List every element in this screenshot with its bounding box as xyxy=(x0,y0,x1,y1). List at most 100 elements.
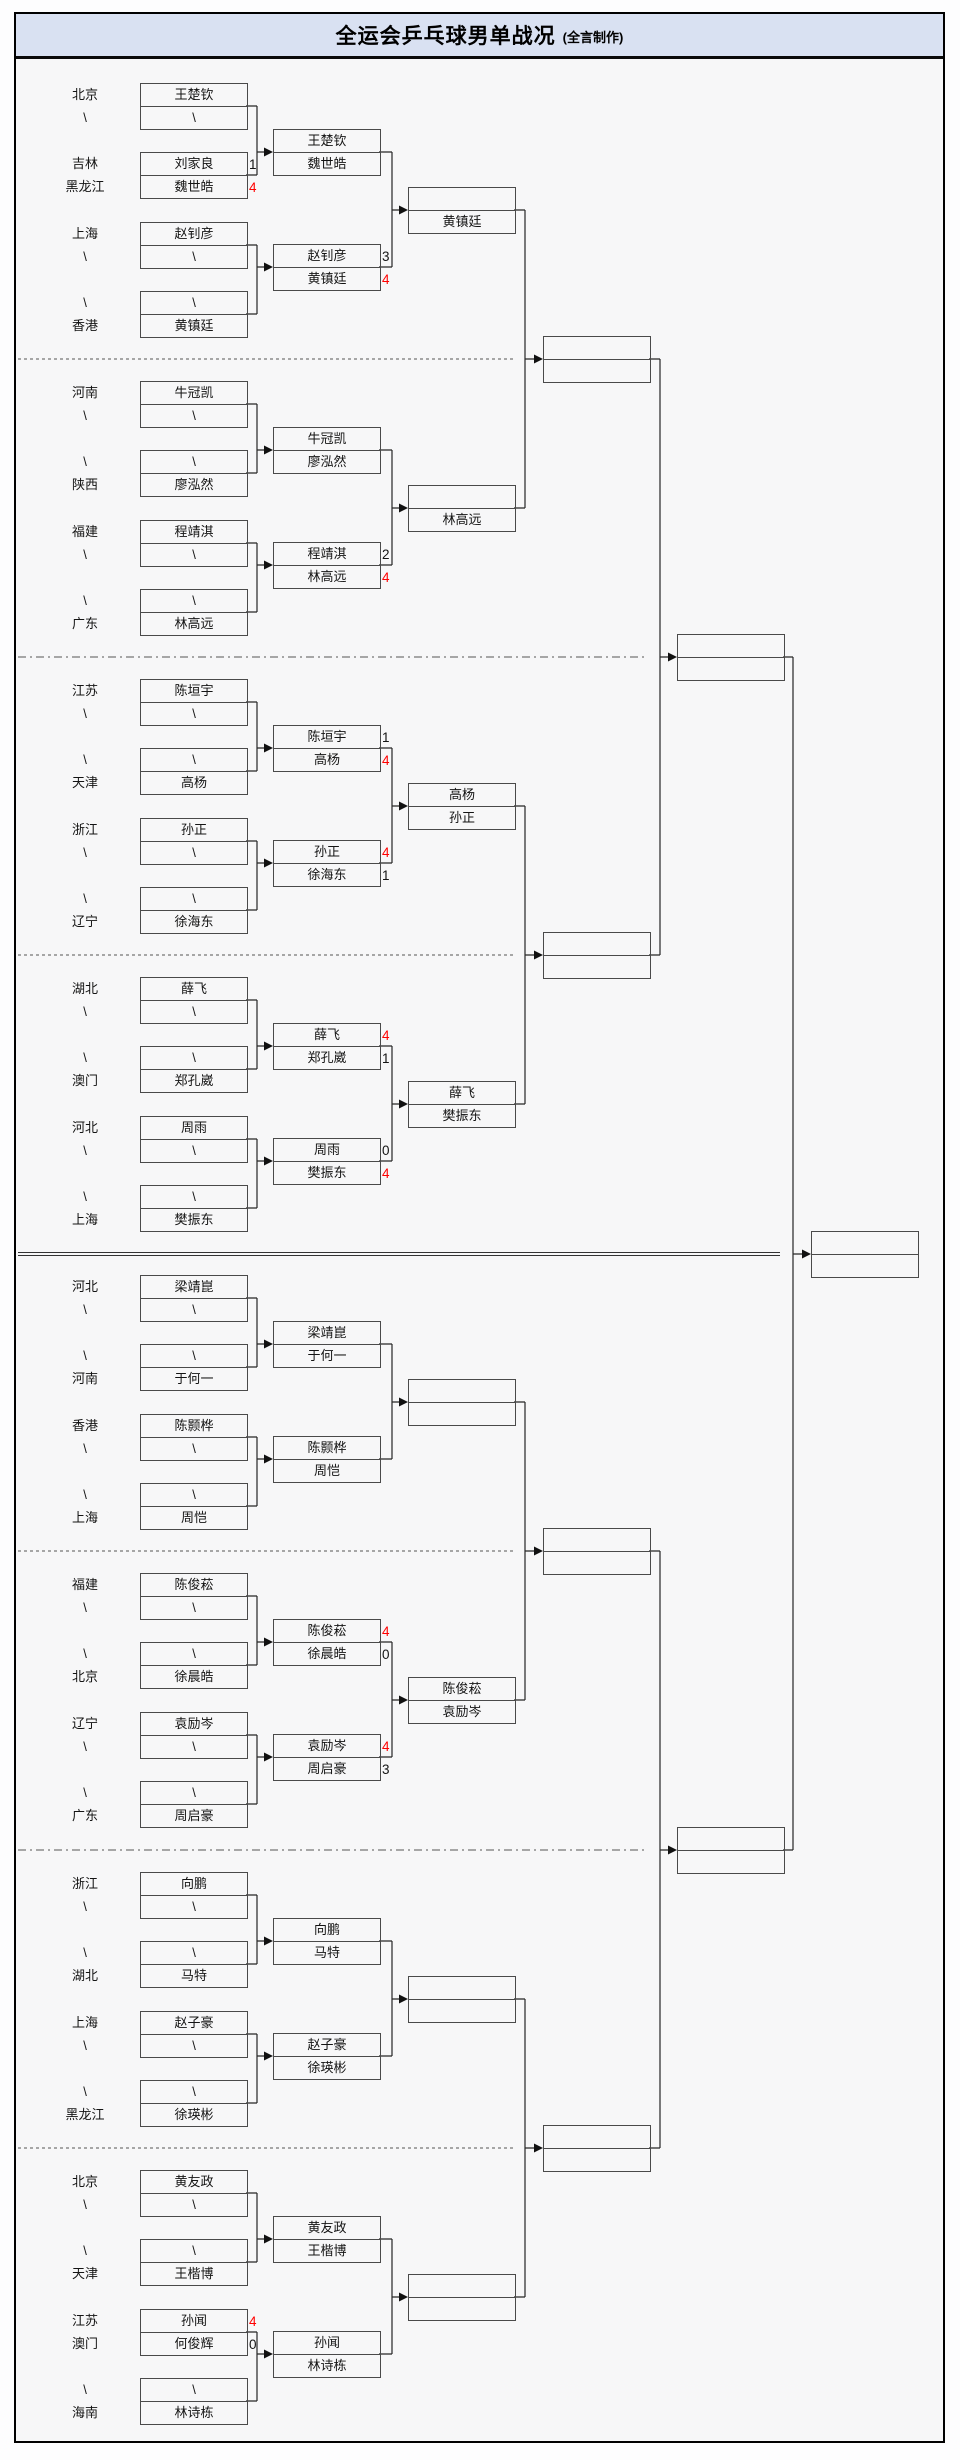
bye-mark: \ xyxy=(192,2084,196,2099)
match-score: 4 xyxy=(382,753,390,768)
province-label: \ xyxy=(83,593,87,608)
province-label: \ xyxy=(83,1785,87,1800)
player-name: 梁靖崑 xyxy=(307,1325,347,1340)
player-name: 薛飞 xyxy=(448,1085,475,1100)
province-label: 上海 xyxy=(71,226,98,241)
round1-pair-box: \ 廖泓然 xyxy=(140,450,248,497)
player-name: 赵钊彦 xyxy=(174,226,214,241)
round3-match-box xyxy=(408,2274,516,2321)
bye-mark: \ xyxy=(192,2382,196,2397)
player-name: 王楚钦 xyxy=(174,87,214,102)
player-name: 廖泓然 xyxy=(141,473,247,496)
round3-match-box: 陈俊菘袁励岑 xyxy=(408,1677,516,1724)
player-name: 赵钊彦 xyxy=(307,248,347,263)
player-name: 孙闻 xyxy=(313,2335,340,2350)
round1-pair-box: 梁靖崑 \ xyxy=(140,1275,248,1322)
province-label: \ xyxy=(83,2084,87,2099)
province-label: 辽宁 xyxy=(71,914,98,929)
province-label: \ xyxy=(83,295,87,310)
player-name: 梁靖崑 xyxy=(174,1279,214,1294)
bye-mark: \ xyxy=(141,1437,247,1460)
round1-pair-box: 赵钊彦\ xyxy=(140,222,248,269)
player-name: 马特 xyxy=(274,1941,380,1964)
province-label: \ xyxy=(83,1050,87,1065)
bye-mark: \ xyxy=(141,2193,247,2216)
round1-pair-box: 牛冠凯\ xyxy=(140,381,248,428)
player-name: 高杨 xyxy=(141,771,247,794)
province-label: 辽宁 xyxy=(71,1716,98,1731)
province-label: 上海 xyxy=(71,1510,98,1525)
player-name: 陈颢桦 xyxy=(174,1418,214,1433)
match-score: 4 xyxy=(382,1739,390,1754)
player-name: 徐瑛彬 xyxy=(141,2103,247,2126)
player-name: 向鹏 xyxy=(313,1922,340,1937)
player-name: 周恺 xyxy=(274,1459,380,1482)
province-label: \ xyxy=(83,2243,87,2258)
player-name: 林高远 xyxy=(141,612,247,635)
player-name: 高杨 xyxy=(274,748,380,771)
round1-pair-box: 王楚钦 \ xyxy=(140,83,248,130)
player-name: 徐海东 xyxy=(141,910,247,933)
bye-mark: \ xyxy=(192,454,196,469)
bye-mark: \ xyxy=(141,1139,247,1162)
round1-pair-box: \林高远 xyxy=(140,589,248,636)
province-label: 天津 xyxy=(71,775,98,790)
empty-slot xyxy=(409,1999,515,2022)
match-score: 0 xyxy=(249,2337,257,2352)
match-score: 1 xyxy=(382,1051,390,1066)
title-bar: 全运会乒乓球男单战况 (全言制作) xyxy=(16,14,943,59)
round1-pair-box: \王楷博 xyxy=(140,2239,248,2286)
bye-mark: \ xyxy=(141,106,247,129)
bye-mark: \ xyxy=(141,1298,247,1321)
province-label: \ xyxy=(83,845,87,860)
round1-pair-box: \高杨 xyxy=(140,748,248,795)
round1-pair-box: \周恺 xyxy=(140,1483,248,1530)
player-name: 袁励岑 xyxy=(174,1716,214,1731)
player-name: 徐海东 xyxy=(274,863,380,886)
player-name: 徐晨皓 xyxy=(274,1642,380,1665)
province-label: 福建 xyxy=(71,1577,98,1592)
province-label: 江苏 xyxy=(71,2313,98,2328)
empty-slot xyxy=(812,1254,918,1277)
round1-pair-box: 陈垣宇\ xyxy=(140,679,248,726)
province-label: 湖北 xyxy=(71,981,98,996)
province-label: \ xyxy=(83,1189,87,1204)
province-label: 北京 xyxy=(71,2174,98,2189)
empty-slot xyxy=(544,2148,650,2171)
quarterfinal-box xyxy=(543,2125,651,2172)
match-score: 4 xyxy=(382,1624,390,1639)
round2-match-box: 向鹏马特 xyxy=(273,1918,381,1965)
province-label: \ xyxy=(83,1646,87,1661)
round2-match-box: 赵子豪徐瑛彬 xyxy=(273,2033,381,2080)
empty-slot xyxy=(812,1232,918,1254)
round3-match-box: 高杨孙正 xyxy=(408,783,516,830)
player-name: 黄镇廷 xyxy=(409,210,515,233)
match-score: 2 xyxy=(382,547,390,562)
empty-slot xyxy=(409,188,515,210)
province-label: \ xyxy=(83,891,87,906)
province-label: \ xyxy=(83,2038,87,2053)
player-name: 魏世皓 xyxy=(274,152,380,175)
player-name: 陈颢桦 xyxy=(307,1440,347,1455)
round1-pair-box: 刘家良魏世皓 xyxy=(140,152,248,199)
province-label: 澳门 xyxy=(71,2336,98,2351)
province-label: 河北 xyxy=(71,1120,98,1135)
player-name: 高杨 xyxy=(448,787,475,802)
player-name: 陈俊菘 xyxy=(442,1681,482,1696)
province-label: 上海 xyxy=(71,1212,98,1227)
bye-mark: \ xyxy=(192,2243,196,2258)
province-label: 河南 xyxy=(71,1371,98,1386)
player-name: 陈俊菘 xyxy=(174,1577,214,1592)
player-name: 马特 xyxy=(141,1964,247,1987)
quarterfinal-box xyxy=(543,932,651,979)
round3-match-box xyxy=(408,1379,516,1426)
round2-match-box: 王楚钦魏世皓 xyxy=(273,129,381,176)
round1-pair-box: 周雨\ xyxy=(140,1116,248,1163)
round1-pair-box: 孙闻何俊辉 xyxy=(140,2309,248,2356)
bye-mark: \ xyxy=(192,891,196,906)
player-name: 向鹏 xyxy=(180,1876,207,1891)
title-credit: (全言制作) xyxy=(562,30,624,45)
round2-match-box: 程靖淇林高远 xyxy=(273,542,381,589)
round1-pair-box: \徐晨皓 xyxy=(140,1642,248,1689)
bye-mark: \ xyxy=(192,1487,196,1502)
